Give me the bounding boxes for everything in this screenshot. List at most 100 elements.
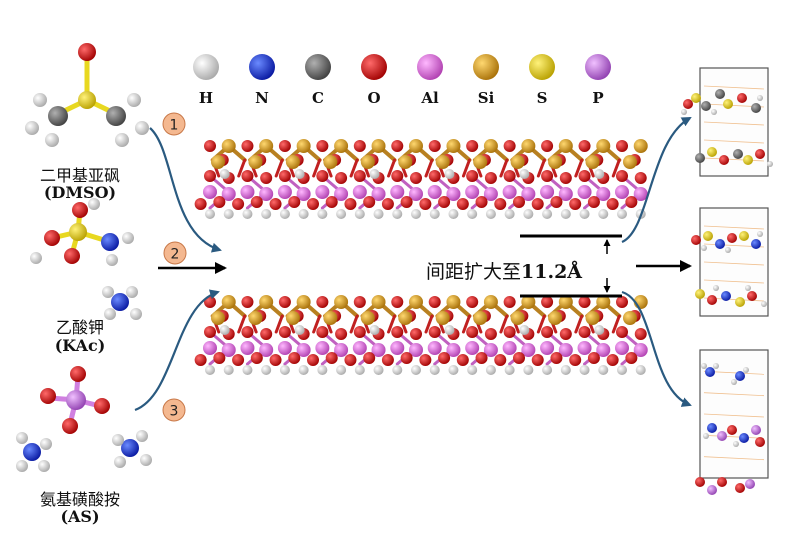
o-atom <box>550 352 563 364</box>
h-atom <box>136 430 148 442</box>
flow-arrow-1 <box>149 127 222 253</box>
spacing-label-text: 间距扩大至 <box>426 261 522 283</box>
legend-n-ball <box>249 54 275 80</box>
h-atom <box>130 308 142 320</box>
h-atom <box>317 365 328 375</box>
h-atom <box>681 109 687 115</box>
o-atom <box>40 388 56 404</box>
o-atom <box>727 233 737 243</box>
o-atom <box>194 354 207 366</box>
si-atom <box>548 311 563 325</box>
kac-abbr-label: (KAc) <box>54 336 106 355</box>
c-atom <box>701 101 711 111</box>
o-atom <box>260 172 273 184</box>
si-atom <box>323 311 338 325</box>
al-atom <box>465 341 480 355</box>
o-atom <box>513 196 525 208</box>
si-atom <box>409 139 423 153</box>
o-atom <box>232 354 245 366</box>
si-atom <box>558 139 573 153</box>
legend-p-label: P <box>592 89 604 107</box>
step-circle-1: 1 <box>162 112 186 136</box>
o-atom <box>606 198 619 210</box>
h-atom <box>579 209 590 219</box>
al-atom <box>352 341 367 355</box>
h-atom <box>354 365 365 375</box>
c-atom <box>733 149 743 159</box>
o-atom <box>335 172 348 184</box>
h-atom <box>429 365 440 375</box>
lattice-line <box>703 225 765 230</box>
bond <box>461 158 471 178</box>
dmso-oxygen <box>78 43 96 61</box>
h-atom <box>294 325 305 335</box>
o-atom <box>353 140 366 152</box>
bond <box>237 158 247 178</box>
o-atom <box>531 198 544 210</box>
h-atom <box>560 209 571 219</box>
o-atom <box>494 354 507 366</box>
lattice-line <box>703 413 765 418</box>
n-atom <box>111 293 129 311</box>
o-atom <box>616 296 628 308</box>
legend-o-ball <box>361 54 387 80</box>
o-atom <box>717 477 727 487</box>
si-atom <box>633 139 648 153</box>
h-atom <box>336 365 347 375</box>
o-atom <box>484 328 497 340</box>
si-atom <box>446 139 461 153</box>
o-atom <box>616 326 628 338</box>
h-atom <box>261 209 272 219</box>
al-atom <box>203 185 217 199</box>
si-atom <box>360 155 375 169</box>
o-atom <box>241 326 254 338</box>
n-atom <box>121 439 139 457</box>
al-atom <box>596 187 611 201</box>
o-atom <box>503 296 516 308</box>
h-atom <box>467 209 478 219</box>
si-atom <box>398 311 413 325</box>
si-atom <box>221 139 236 153</box>
bond <box>536 314 546 334</box>
al-atom <box>221 187 236 201</box>
o-atom <box>559 328 572 340</box>
h-atom <box>767 161 773 167</box>
o-atom <box>695 477 705 487</box>
h-atom <box>448 365 459 375</box>
si-atom <box>473 155 488 169</box>
si-atom <box>398 155 413 169</box>
h-atom <box>126 286 138 298</box>
h-atom <box>411 365 421 375</box>
o-atom <box>204 170 216 182</box>
h-atom <box>429 209 440 219</box>
o-atom <box>569 354 582 366</box>
h-atom <box>354 209 365 219</box>
step-circle-3: 3 <box>162 398 186 422</box>
h-atom <box>711 109 717 115</box>
o-atom <box>194 198 207 210</box>
bond <box>312 158 322 178</box>
al-atom <box>409 343 423 357</box>
h-atom <box>140 454 152 466</box>
lattice-line <box>703 139 765 144</box>
o-atom <box>755 149 765 159</box>
o-atom <box>541 326 554 338</box>
h-atom <box>594 169 605 179</box>
h-atom <box>411 209 421 219</box>
s-atom <box>723 99 733 109</box>
si-atom <box>558 295 573 309</box>
al-atom <box>296 187 311 201</box>
o-atom <box>316 296 329 308</box>
al-atom <box>615 341 629 355</box>
o-atom <box>410 172 422 184</box>
o-atom <box>438 196 451 208</box>
al-atom <box>483 343 498 357</box>
o-atom <box>616 170 628 182</box>
s-atom <box>703 231 713 241</box>
o-atom <box>419 198 432 210</box>
h-atom <box>106 254 118 266</box>
o-atom <box>634 172 647 184</box>
o-atom <box>232 198 245 210</box>
h-atom <box>504 365 515 375</box>
h-atom <box>102 286 114 298</box>
